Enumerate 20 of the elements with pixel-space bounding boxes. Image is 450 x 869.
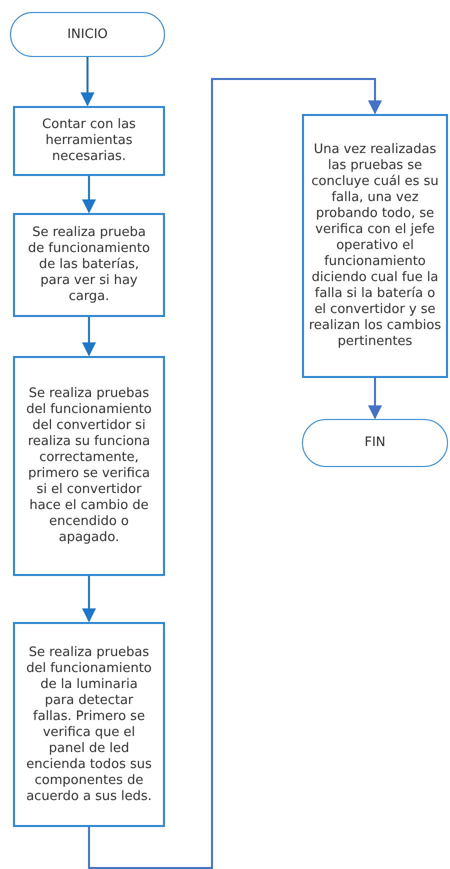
step-text: Se realiza prueba de funcionamiento de las baterías, para ver si hay carga.: [27, 225, 151, 305]
step-text: Se realiza pruebas del funcionamiento del convertidor si realiza su funciona correctamente, primero se verifica si el convertidor hace el cambio de encendido o apagado.: [25, 386, 153, 546]
arrow: [80, 57, 94, 106]
step-text: Contar con las herramientas necesarias.: [41, 117, 137, 165]
step-text: INICIO: [66, 26, 109, 42]
terminal-shape: [302, 419, 448, 467]
arrow: [82, 317, 96, 356]
process-box: [13, 622, 165, 827]
step-text: Se realiza pruebas del funcionamiento de la luminaria para detectar fallas. Primero se verifica que el panel de led encienda todos sus componentes de acuerdo a sus leds.: [25, 644, 153, 804]
terminal-shape: [10, 12, 165, 57]
process-box: [13, 356, 165, 576]
process-box: [302, 114, 448, 378]
step-text: Una vez realizadas las pruebas se concluye cuál es su falla, una vez probando todo, se verifica con el jefe operativo el funcionamiento diciendo cual fue la falla si la batería o el convertidor y se realizan los cambios pertinentes: [308, 142, 442, 350]
arrow: [82, 576, 96, 622]
process-box: [13, 213, 165, 317]
arrow: [368, 378, 382, 420]
step-text: FIN: [363, 435, 387, 451]
arrow: [88, 78, 382, 869]
arrow: [82, 176, 96, 214]
process-box: [13, 106, 165, 176]
